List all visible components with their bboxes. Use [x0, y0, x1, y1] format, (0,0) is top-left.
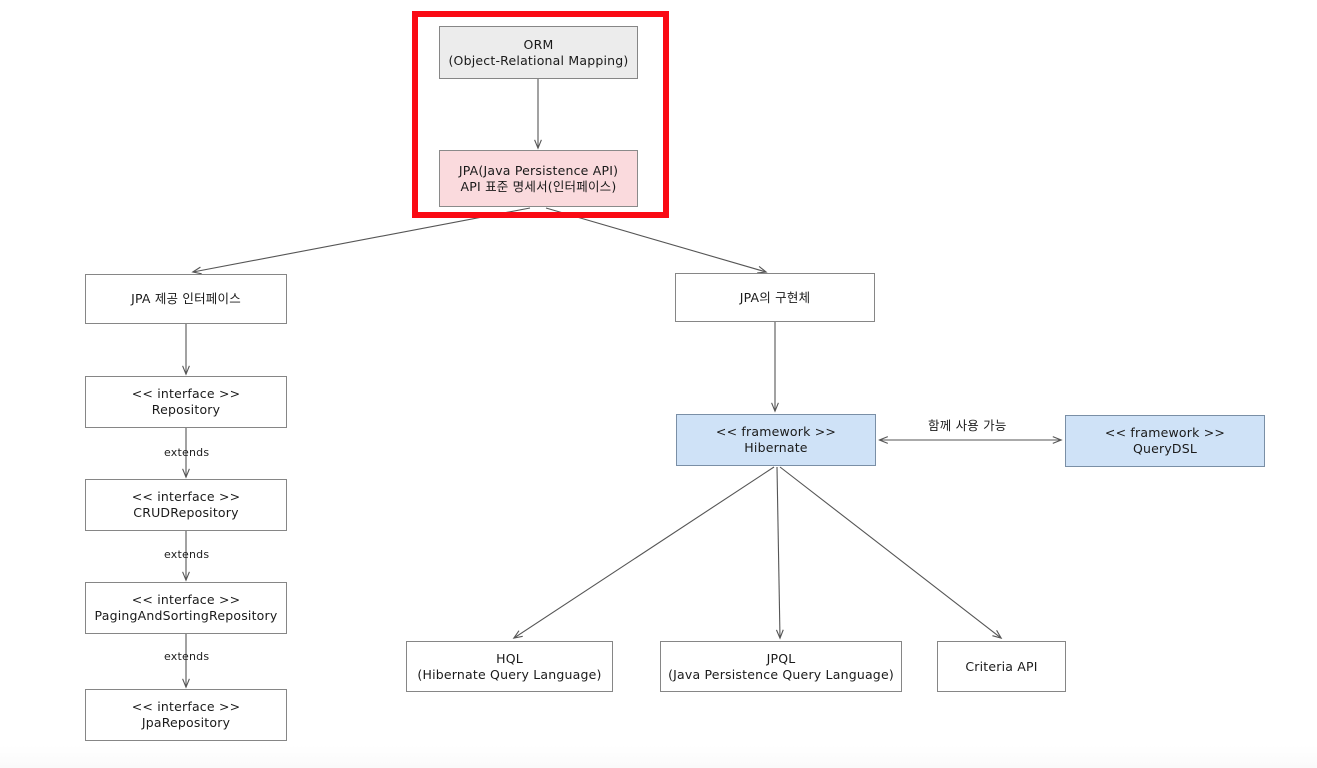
edge-label-extends-3: extends	[164, 650, 210, 663]
node-jpql-line2: (Java Persistence Query Language)	[668, 666, 894, 682]
node-jpql[interactable]: JPQL (Java Persistence Query Language)	[660, 641, 902, 692]
node-hibernate-line2: Hibernate	[744, 440, 808, 455]
node-paging-and-sorting-repository-line2: PagingAndSortingRepository	[94, 608, 278, 623]
node-hql[interactable]: HQL (Hibernate Query Language)	[406, 641, 613, 692]
node-repository-line1: << interface >>	[131, 386, 241, 401]
node-jpa-repository-line2: JpaRepository	[141, 715, 231, 730]
edge-label-together: 함께 사용 가능	[928, 418, 1007, 433]
node-jpa-interfaces[interactable]: JPA 제공 인터페이스	[85, 274, 287, 324]
node-crud-repository-line1: << interface >>	[131, 489, 241, 504]
node-orm-line2: (Object-Relational Mapping)	[448, 52, 629, 68]
edge-label-extends-2: extends	[164, 548, 210, 561]
node-jpa-repository[interactable]: << interface >> JpaRepository	[85, 689, 287, 741]
node-criteria-api[interactable]: Criteria API	[937, 641, 1066, 692]
highlight-rectangle	[412, 11, 669, 218]
node-jpql-line1: JPQL	[766, 650, 796, 666]
node-orm-line1: ORM	[523, 36, 554, 52]
node-querydsl-line1: << framework >>	[1104, 425, 1226, 440]
node-jpa-line2: API 표준 명세서(인터페이스)	[460, 178, 617, 194]
node-querydsl-line2: QueryDSL	[1132, 441, 1198, 456]
edge-label-extends-1: extends	[164, 446, 210, 459]
node-criteria-api-line1: Criteria API	[965, 658, 1038, 674]
node-paging-and-sorting-repository-line1: << interface >>	[131, 592, 241, 607]
node-jpa-repository-line1: << interface >>	[131, 699, 241, 714]
node-crud-repository[interactable]: << interface >> CRUDRepository	[85, 479, 287, 531]
node-jpa-interfaces-line1: JPA 제공 인터페이스	[131, 291, 241, 306]
node-paging-and-sorting-repository[interactable]: << interface >> PagingAndSortingReposito…	[85, 582, 287, 634]
node-hibernate-line1: << framework >>	[715, 424, 837, 439]
node-jpa-line1: JPA(Java Persistence API)	[458, 162, 619, 178]
node-querydsl[interactable]: << framework >> QueryDSL	[1065, 415, 1265, 467]
node-repository-line2: Repository	[151, 402, 221, 417]
node-jpa-impl-line1: JPA의 구현체	[739, 289, 811, 305]
node-hql-line1: HQL	[496, 650, 523, 666]
node-crud-repository-line2: CRUDRepository	[133, 505, 239, 520]
node-jpa-impl[interactable]: JPA의 구현체	[675, 273, 875, 322]
node-hql-line2: (Hibernate Query Language)	[417, 666, 602, 682]
node-hibernate[interactable]: << framework >> Hibernate	[676, 414, 876, 466]
node-jpa[interactable]: JPA(Java Persistence API) API 표준 명세서(인터페…	[439, 150, 638, 207]
node-repository[interactable]: << interface >> Repository	[85, 376, 287, 428]
node-orm[interactable]: ORM (Object-Relational Mapping)	[439, 26, 638, 79]
